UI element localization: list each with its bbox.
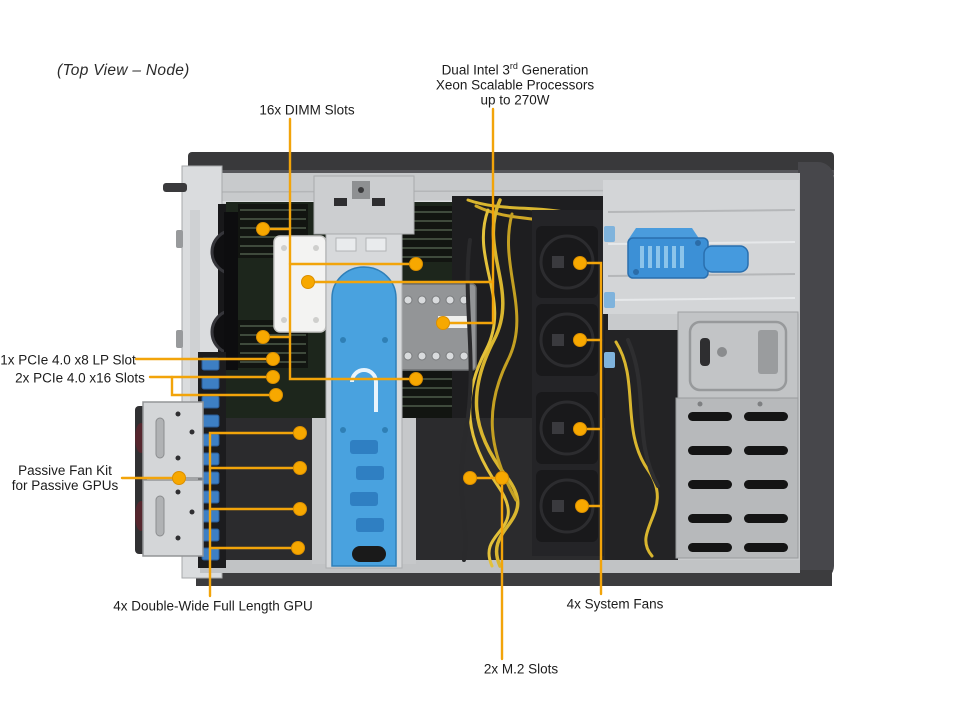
page-title: (Top View – Node) (57, 62, 190, 79)
edge-connector-strip (224, 212, 238, 370)
dimm-slots-callout-dot (409, 372, 423, 386)
chassis-top-rail (188, 152, 834, 174)
gpu-slots-callout-dot (293, 461, 307, 475)
dimm-slots-callout-dot (409, 257, 423, 271)
vent-panel (675, 397, 799, 559)
dimm-slots-callout-dot (256, 222, 270, 236)
dimm-slots-callout-dot (256, 330, 270, 344)
server-chassis (135, 152, 834, 586)
processors-callout-dot (436, 316, 450, 330)
system-fans-callout-dot (573, 422, 587, 436)
pcie-x16-slots-callout-dot (269, 388, 283, 402)
m2-slots-callout-line (472, 476, 504, 661)
gpu-slots-callout-dot (293, 426, 307, 440)
passive-fan-kit-callout-dot (172, 471, 186, 485)
chassis-bottom-edge (196, 570, 832, 586)
shroud-latch (352, 546, 386, 562)
power-cable-bay (605, 330, 678, 562)
system-fans-callout-dot (573, 256, 587, 270)
pcie-x8-slot-callout-dot (266, 352, 280, 366)
gpu-slots-callout-dot (293, 502, 307, 516)
gpu-slots-callout-line (208, 431, 298, 598)
passive-fan-kit-module (135, 401, 204, 557)
cpu-heatsink-right (395, 283, 477, 371)
chassis-right-wall (798, 162, 834, 580)
processors-callout-dot (301, 275, 315, 289)
system-fan-column (532, 210, 604, 556)
pcie-x16-slots-callout-dot (266, 370, 280, 384)
dimm-slots-callout-line (288, 117, 414, 381)
gpu-slots-callout-dot (291, 541, 305, 555)
system-fans-callout-dot (573, 333, 587, 347)
m2-slots-callout-dot (463, 471, 477, 485)
blue-latch (627, 228, 749, 279)
system-fans-callout-line (582, 261, 603, 596)
pcie-x16-slots-callout-line (170, 375, 274, 397)
processors-callout-line (445, 107, 495, 325)
system-fans-callout-dot (575, 499, 589, 513)
chassis-top-rail-seam (188, 170, 834, 175)
system-fan-2 (536, 304, 598, 376)
m2-slots-callout-dot (495, 471, 509, 485)
